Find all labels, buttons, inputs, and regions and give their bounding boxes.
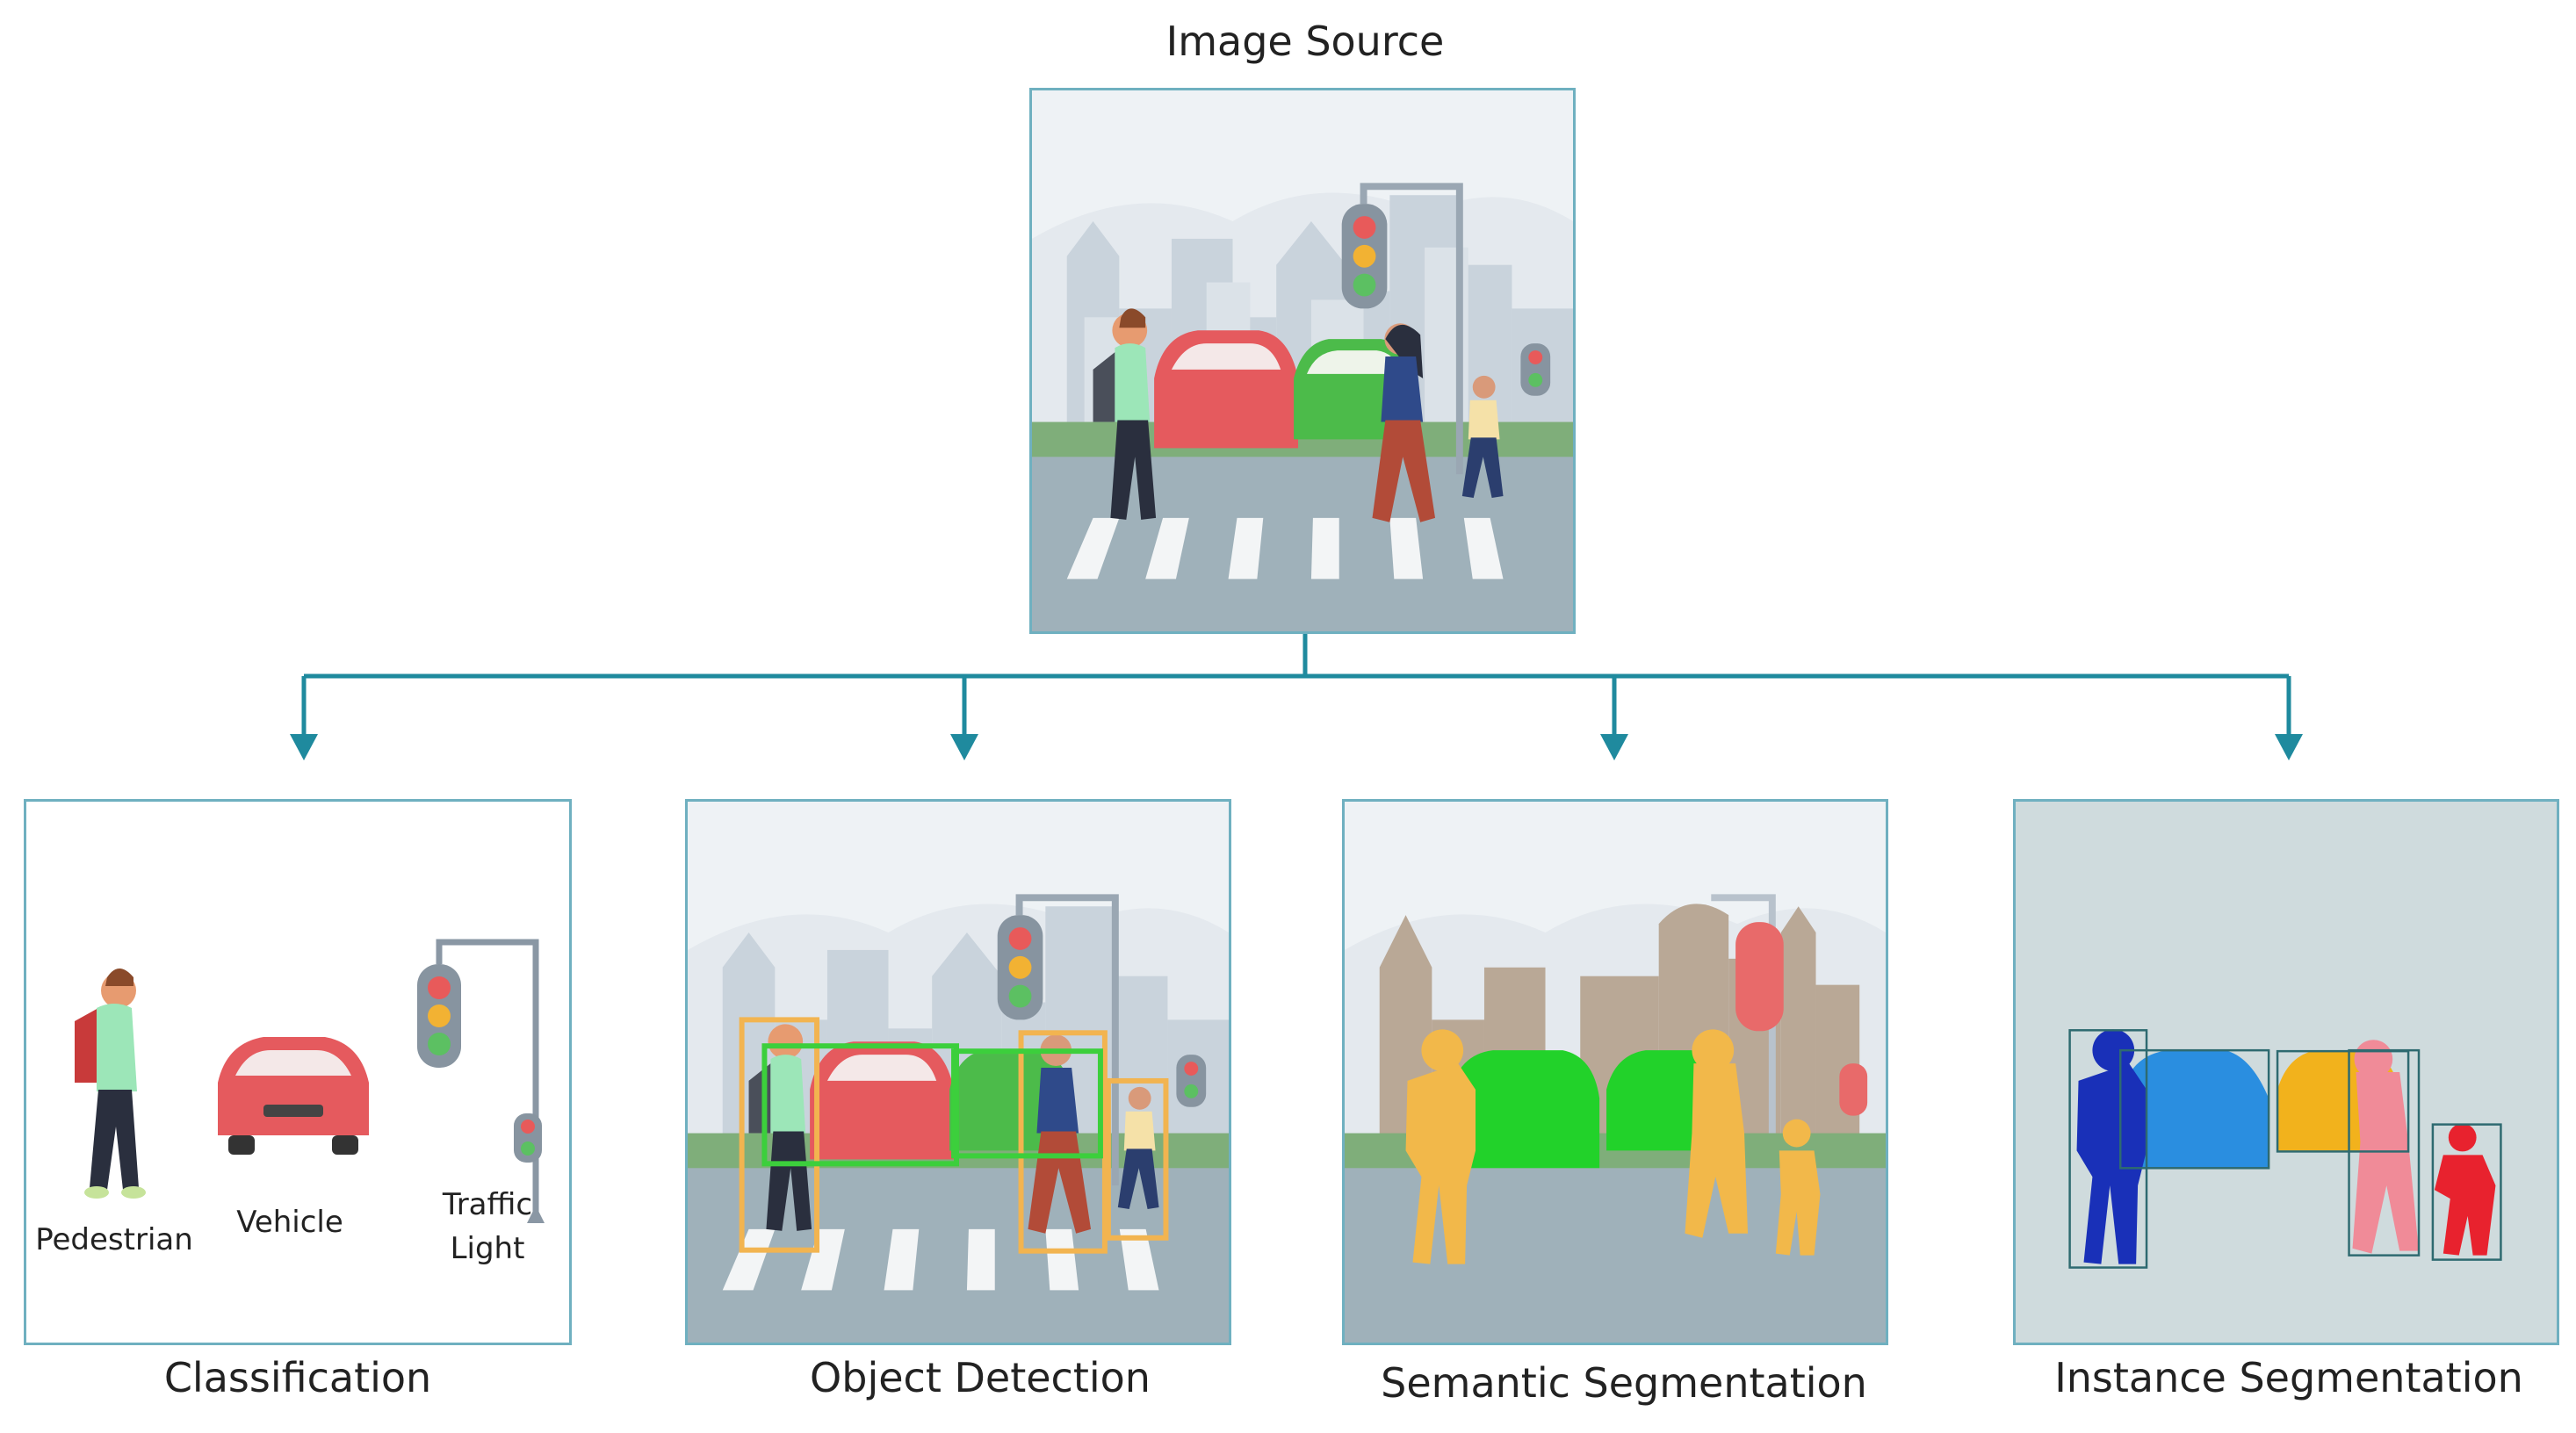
pedestrian-label: Pedestrian: [35, 1222, 193, 1257]
pedestrian-figure: [75, 969, 146, 1199]
source-title: Image Source: [1165, 18, 1445, 65]
detection-box-pedestrian-2: [1018, 1030, 1108, 1254]
traffic-light-label-line1: Traffic: [442, 1187, 532, 1222]
arrow-semantic-segmentation: [1600, 734, 1628, 760]
semantic-segmentation-title: Semantic Segmentation: [1381, 1359, 1867, 1407]
detection-box-vehicle-2: [951, 1048, 1103, 1159]
classification-panel: Pedestrian Vehicle Traffic Light: [24, 799, 572, 1345]
vehicle-label: Vehicle: [236, 1205, 343, 1240]
detection-box-pedestrian-3: [1105, 1077, 1169, 1241]
arrow-instance-segmentation: [2275, 734, 2303, 760]
object-detection-title: Object Detection: [810, 1354, 1151, 1401]
semantic-segmentation-panel: [1342, 799, 1888, 1345]
classification-title: Classification: [163, 1354, 432, 1401]
detection-box-pedestrian-1: [739, 1017, 820, 1253]
arrow-object-detection: [950, 734, 978, 760]
object-detection-panel: [685, 799, 1231, 1345]
arrow-classification: [290, 734, 318, 760]
source-image: [1029, 88, 1576, 634]
instance-person-blue: [2076, 1029, 2147, 1264]
instance-segmentation-panel: [2013, 799, 2559, 1345]
instance-car-blue: [2120, 1050, 2269, 1169]
vehicle-figure: [218, 1037, 369, 1155]
instance-segmentation-title: Instance Segmentation: [2054, 1354, 2523, 1401]
instance-person-red: [2434, 1123, 2496, 1256]
detection-box-vehicle-1: [761, 1043, 959, 1167]
traffic-light-figure: [417, 939, 545, 1223]
traffic-light-label-line2: Light: [451, 1231, 525, 1266]
